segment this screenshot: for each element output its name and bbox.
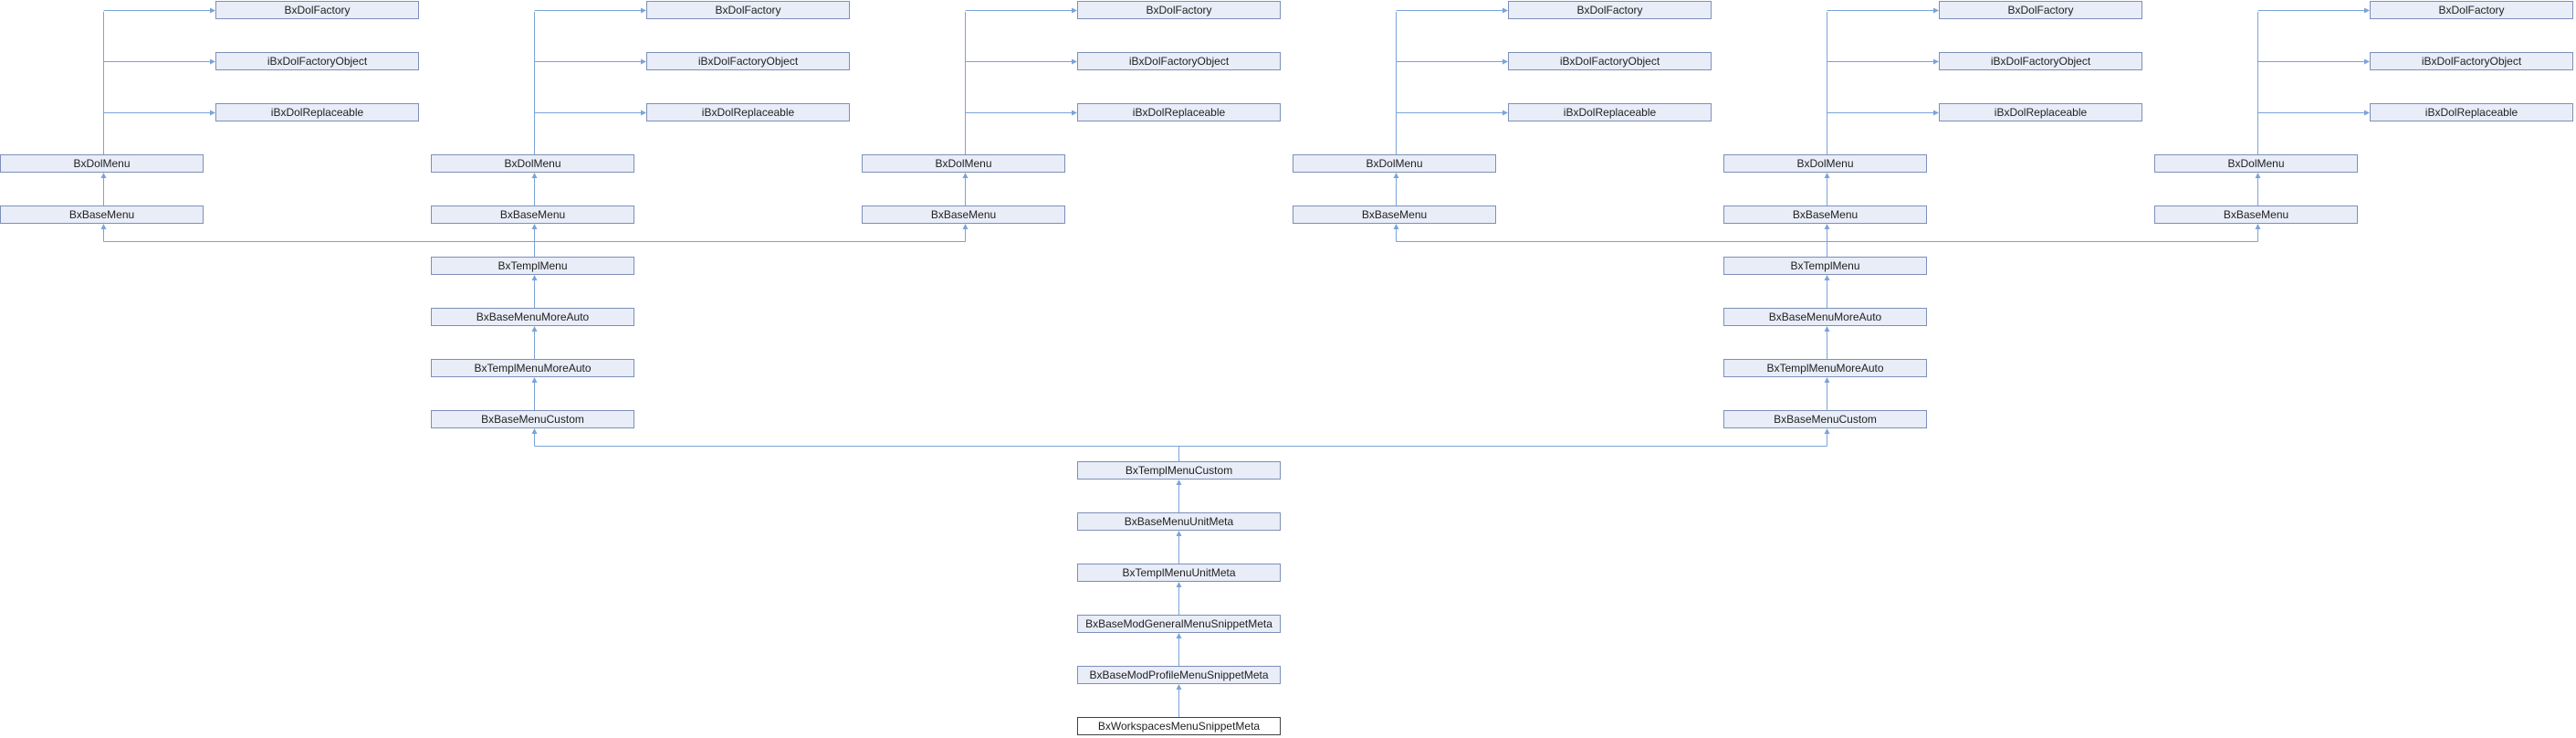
- edge-arrowhead: [1176, 531, 1182, 536]
- node-ibxdolfactoryobject-2[interactable]: iBxDolFactoryObject: [646, 52, 850, 70]
- edge-arrowhead: [1933, 110, 1939, 116]
- node-bxtemplmenumoreauto-right[interactable]: BxTemplMenuMoreAuto: [1723, 359, 1927, 377]
- node-bxdolfactory-5[interactable]: BxDolFactory: [1939, 1, 2142, 19]
- edge-arrowhead: [2364, 110, 2370, 116]
- node-ibxdolreplaceable-3[interactable]: iBxDolReplaceable: [1077, 103, 1281, 121]
- node-bxdolfactory-6[interactable]: BxDolFactory: [2370, 1, 2573, 19]
- node-bxworkspacesmenusnippetmeta: BxWorkspacesMenuSnippetMeta: [1077, 717, 1281, 735]
- edge-arrowhead: [1933, 7, 1939, 14]
- node-bxbasemenucustom-left[interactable]: BxBaseMenuCustom: [431, 410, 634, 428]
- edge-arrowhead: [1072, 110, 1077, 116]
- node-bxbasemenu-3[interactable]: BxBaseMenu: [862, 206, 1065, 224]
- node-ibxdolreplaceable-1[interactable]: iBxDolReplaceable: [215, 103, 419, 121]
- node-bxdolfactory-4[interactable]: BxDolFactory: [1508, 1, 1712, 19]
- edge-arrowhead: [1824, 326, 1830, 332]
- edge-arrowhead: [210, 58, 215, 65]
- edge-arrowhead: [531, 428, 538, 434]
- edge-arrowhead: [531, 224, 538, 229]
- edge-arrowhead: [2255, 173, 2261, 178]
- node-bxbasemenu-1[interactable]: BxBaseMenu: [0, 206, 204, 224]
- edge-arrowhead: [1176, 633, 1182, 638]
- node-bxbasemodprofilemenusnippetmeta[interactable]: BxBaseModProfileMenuSnippetMeta: [1077, 666, 1281, 684]
- node-ibxdolfactoryobject-1[interactable]: iBxDolFactoryObject: [215, 52, 419, 70]
- node-bxbasemenu-5[interactable]: BxBaseMenu: [1723, 206, 1927, 224]
- edge-arrowhead: [1503, 110, 1508, 116]
- edge-arrowhead: [1393, 173, 1399, 178]
- node-bxbasemenu-4[interactable]: BxBaseMenu: [1293, 206, 1496, 224]
- edge-arrowhead: [1072, 58, 1077, 65]
- node-bxbasemodgeneralmenusnippetmeta[interactable]: BxBaseModGeneralMenuSnippetMeta: [1077, 615, 1281, 633]
- node-bxdolmenu-4[interactable]: BxDolMenu: [1293, 154, 1496, 173]
- node-bxdolmenu-3[interactable]: BxDolMenu: [862, 154, 1065, 173]
- edge-arrowhead: [641, 7, 646, 14]
- edge-arrowhead: [2364, 7, 2370, 14]
- edge-arrowhead: [2364, 58, 2370, 65]
- node-ibxdolfactoryobject-3[interactable]: iBxDolFactoryObject: [1077, 52, 1281, 70]
- node-bxdolmenu-6[interactable]: BxDolMenu: [2154, 154, 2358, 173]
- edge-arrowhead: [962, 173, 969, 178]
- node-bxbasemenu-2[interactable]: BxBaseMenu: [431, 206, 634, 224]
- edge-arrowhead: [531, 173, 538, 178]
- edge-arrowhead: [1503, 58, 1508, 65]
- edge-arrowhead: [641, 110, 646, 116]
- edge-arrowhead: [100, 224, 107, 229]
- node-bxdolfactory-3[interactable]: BxDolFactory: [1077, 1, 1281, 19]
- node-bxbasemenucustom-right[interactable]: BxBaseMenuCustom: [1723, 410, 1927, 428]
- edge-arrowhead: [531, 275, 538, 280]
- edge-arrowhead: [1824, 224, 1830, 229]
- node-bxdolmenu-2[interactable]: BxDolMenu: [431, 154, 634, 173]
- node-bxdolmenu-1[interactable]: BxDolMenu: [0, 154, 204, 173]
- node-bxtemplmenumoreauto-left[interactable]: BxTemplMenuMoreAuto: [431, 359, 634, 377]
- node-bxbasemenu-6[interactable]: BxBaseMenu: [2154, 206, 2358, 224]
- edge-arrowhead: [1393, 224, 1399, 229]
- edge-arrowhead: [1824, 428, 1830, 434]
- node-bxbasemenumoreauto-left[interactable]: BxBaseMenuMoreAuto: [431, 308, 634, 326]
- node-bxdolfactory-1[interactable]: BxDolFactory: [215, 1, 419, 19]
- node-bxtemplmenu-left[interactable]: BxTemplMenu: [431, 257, 634, 275]
- edge-arrowhead: [531, 326, 538, 332]
- edge-arrowhead: [100, 173, 107, 178]
- edge-arrowhead: [1176, 582, 1182, 587]
- edge-arrowhead: [1176, 684, 1182, 690]
- node-ibxdolreplaceable-4[interactable]: iBxDolReplaceable: [1508, 103, 1712, 121]
- node-bxtemplmenuunitmeta[interactable]: BxTemplMenuUnitMeta: [1077, 564, 1281, 582]
- node-bxtemplmenucustom[interactable]: BxTemplMenuCustom: [1077, 461, 1281, 480]
- edge-arrowhead: [1824, 377, 1830, 383]
- edge-arrowhead: [962, 224, 969, 229]
- node-ibxdolfactoryobject-5[interactable]: iBxDolFactoryObject: [1939, 52, 2142, 70]
- node-ibxdolreplaceable-5[interactable]: iBxDolReplaceable: [1939, 103, 2142, 121]
- node-ibxdolfactoryobject-6[interactable]: iBxDolFactoryObject: [2370, 52, 2573, 70]
- node-ibxdolreplaceable-2[interactable]: iBxDolReplaceable: [646, 103, 850, 121]
- edge-arrowhead: [2255, 224, 2261, 229]
- node-bxbasemenumoreauto-right[interactable]: BxBaseMenuMoreAuto: [1723, 308, 1927, 326]
- edge-arrowhead: [531, 377, 538, 383]
- edge-arrowhead: [641, 58, 646, 65]
- node-ibxdolfactoryobject-4[interactable]: iBxDolFactoryObject: [1508, 52, 1712, 70]
- edge-arrowhead: [1176, 480, 1182, 485]
- node-bxdolfactory-2[interactable]: BxDolFactory: [646, 1, 850, 19]
- edge-arrowhead: [1933, 58, 1939, 65]
- edge-arrowhead: [1824, 173, 1830, 178]
- node-bxtemplmenu-right[interactable]: BxTemplMenu: [1723, 257, 1927, 275]
- edge-arrowhead: [210, 7, 215, 14]
- edge-arrowhead: [1503, 7, 1508, 14]
- edge-arrowhead: [210, 110, 215, 116]
- edge-arrowhead: [1072, 7, 1077, 14]
- edge-arrowhead: [1824, 275, 1830, 280]
- node-bxdolmenu-5[interactable]: BxDolMenu: [1723, 154, 1927, 173]
- node-ibxdolreplaceable-6[interactable]: iBxDolReplaceable: [2370, 103, 2573, 121]
- node-bxbasemenuunitmeta[interactable]: BxBaseMenuUnitMeta: [1077, 512, 1281, 531]
